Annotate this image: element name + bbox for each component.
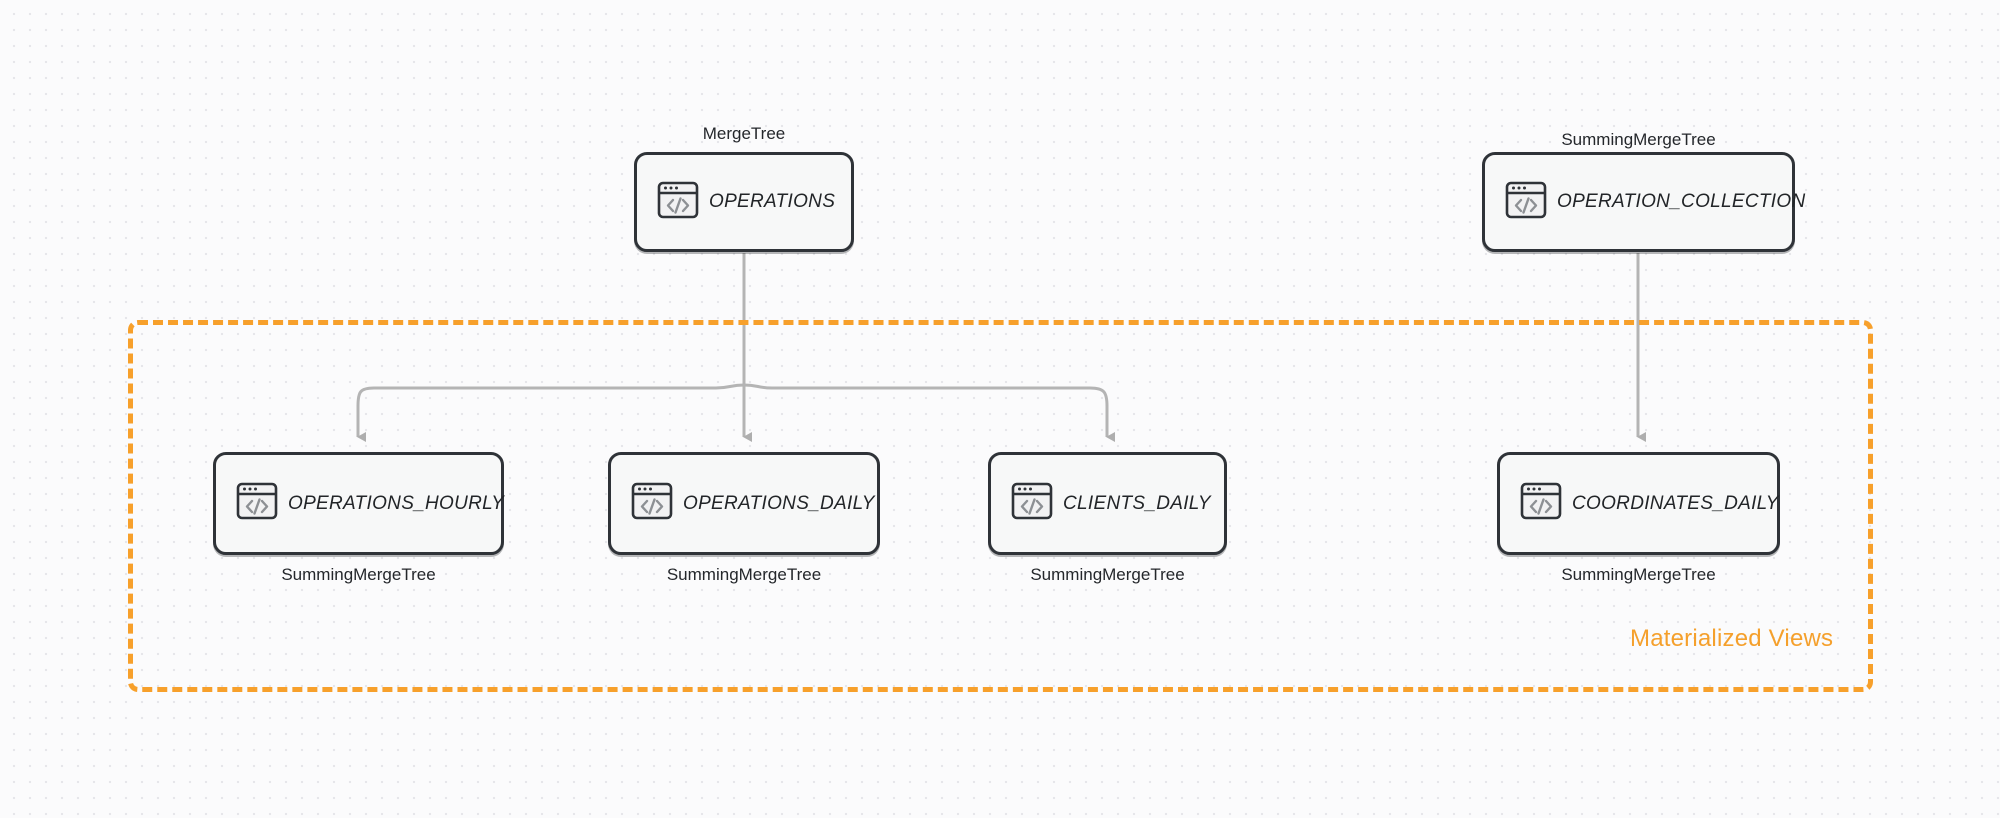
code-window-icon [655, 177, 701, 228]
edge-operations-to-operations-hourly [356, 383, 745, 442]
code-window-icon [234, 478, 280, 529]
node-operation-collection-label: OPERATION_COLLECTION [1557, 191, 1806, 212]
node-clients-daily-label: CLIENTS_DAILY [1063, 492, 1211, 514]
engine-caption-coordinates-daily: SummingMergeTree [1561, 565, 1716, 584]
node-coordinates-daily[interactable]: COORDINATES_DAILY [1497, 452, 1780, 555]
code-window-icon [1503, 177, 1549, 228]
engine-caption-clients-daily: SummingMergeTree [1030, 565, 1185, 584]
node-coordinates-daily-label: COORDINATES_DAILY [1572, 492, 1779, 514]
node-operations-hourly-label: OPERATIONS_HOURLY [288, 492, 505, 514]
group-materialized-views-label: Materialized Views [1630, 625, 1834, 652]
code-window-icon [629, 478, 675, 529]
node-operations-daily-label: OPERATIONS_DAILY [683, 492, 875, 514]
node-operations[interactable]: OPERATIONS [634, 152, 854, 252]
code-window-icon [1009, 478, 1055, 529]
engine-caption-operations-hourly: SummingMergeTree [281, 565, 436, 584]
group-materialized-views [128, 320, 1873, 692]
engine-caption-operation-collection: SummingMergeTree [1561, 130, 1716, 149]
engine-caption-operations: MergeTree [702, 124, 786, 143]
node-operation-collection[interactable]: OPERATION_COLLECTION [1482, 152, 1805, 252]
edge-operations-to-clients-daily [743, 383, 1115, 442]
node-operations-daily[interactable]: OPERATIONS_DAILY [608, 452, 880, 555]
code-window-icon [1518, 478, 1564, 529]
node-operations-hourly[interactable]: OPERATIONS_HOURLY [213, 452, 504, 555]
node-operations-label: OPERATIONS [709, 191, 836, 212]
node-clients-daily[interactable]: CLIENTS_DAILY [988, 452, 1227, 555]
engine-caption-operations-daily: SummingMergeTree [666, 565, 822, 584]
